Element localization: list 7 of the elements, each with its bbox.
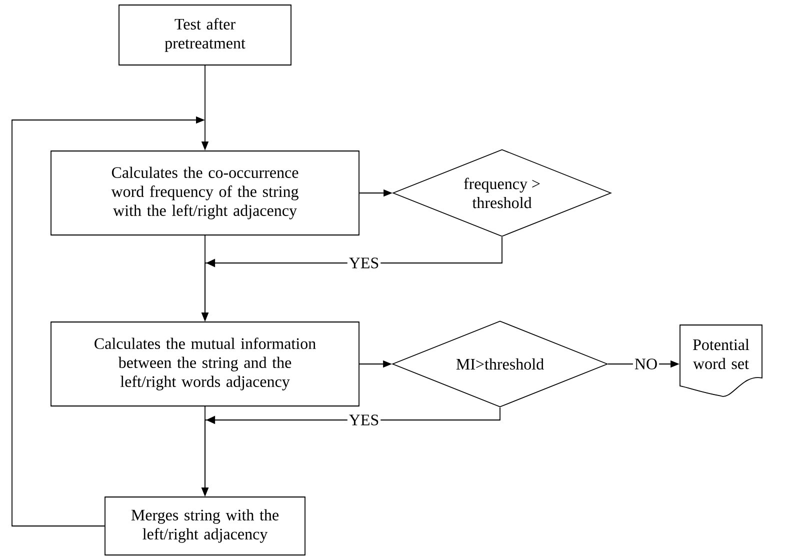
process-box: Merges string with the left/right adjacency [104, 496, 306, 556]
edge-label: YES [347, 256, 381, 270]
process-box: Test after pretreatment [118, 4, 292, 66]
edge-label: YES [347, 413, 381, 427]
process-box: Calculates the co-occurrence word frequency of the string with the left/right adjacency [50, 150, 360, 236]
process-box: Calculates the mutual information between the string and the left/right words adjacency [50, 322, 360, 406]
edge-label: NO [632, 357, 660, 371]
